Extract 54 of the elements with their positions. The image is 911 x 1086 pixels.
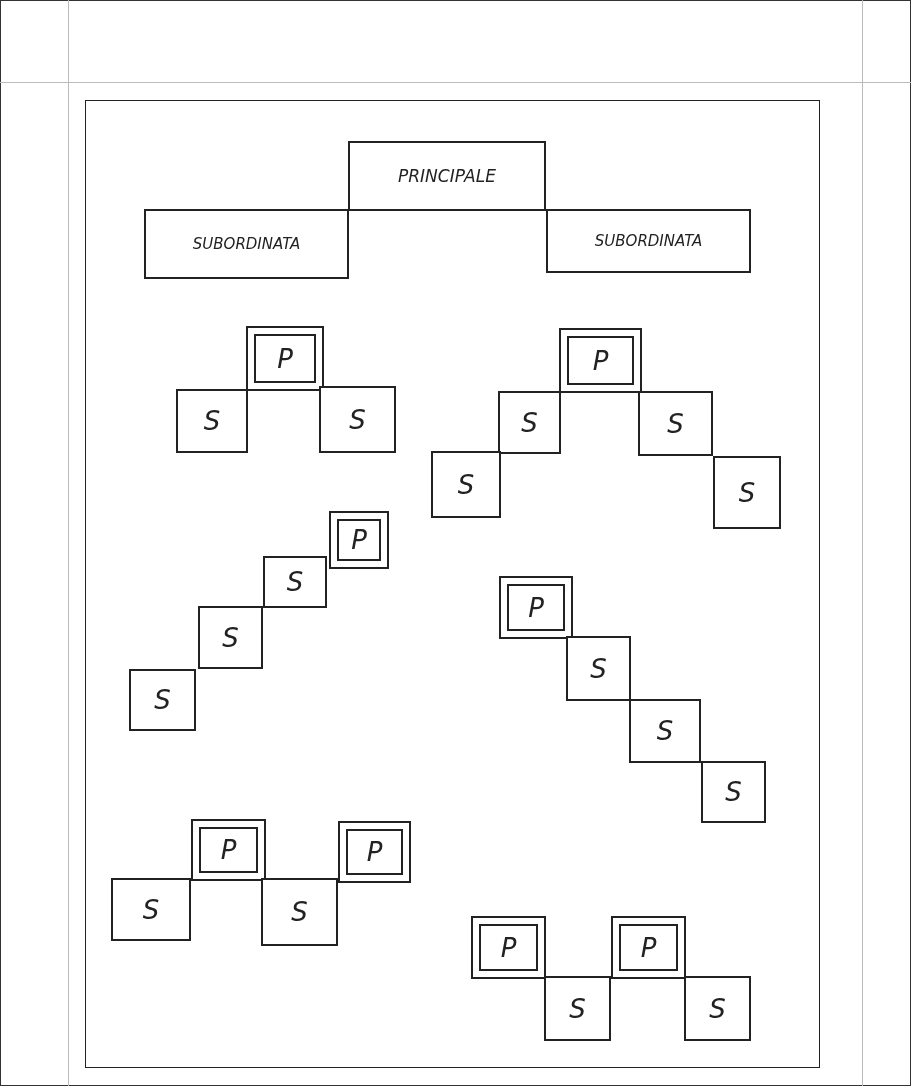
- clause-box: [111, 878, 191, 941]
- clause-label: P: [277, 343, 293, 374]
- clause-box: [348, 141, 546, 211]
- clause-box: [261, 878, 338, 946]
- clause-label: S: [349, 404, 366, 435]
- double-bordered-box: [559, 328, 642, 393]
- double-bordered-box: [246, 326, 324, 391]
- clause-box: [544, 976, 611, 1041]
- clause-box: [144, 209, 349, 279]
- clause-label: S: [590, 653, 607, 684]
- clause-label: P: [640, 932, 657, 963]
- clause-box: [263, 556, 327, 608]
- clause-label: S: [286, 567, 304, 597]
- clause-label: P: [500, 932, 517, 963]
- clause-label: S: [521, 407, 538, 438]
- clause-box: [701, 761, 766, 823]
- clause-label: S: [203, 406, 221, 436]
- clause-label: S: [569, 993, 586, 1024]
- clause-box: [629, 699, 701, 763]
- double-bordered-box: [338, 821, 411, 883]
- clause-box: [319, 386, 396, 453]
- clause-box: [198, 606, 263, 669]
- clause-label: S: [154, 685, 171, 715]
- clause-box: [498, 391, 561, 454]
- clause-box: [546, 209, 751, 273]
- clause-label: S: [656, 716, 674, 746]
- double-bordered-box: [191, 819, 266, 881]
- clause-box: [129, 669, 196, 731]
- clause-box: [713, 456, 781, 529]
- clause-box: [566, 636, 631, 701]
- clause-label: S: [291, 897, 308, 927]
- clause-label: S: [667, 408, 684, 439]
- clause-label: S: [738, 477, 756, 508]
- clause-label: P: [220, 835, 237, 865]
- clause-label: S: [142, 894, 160, 925]
- clause-box: [176, 389, 248, 453]
- clause-label: S: [222, 622, 239, 653]
- clause-label: P: [592, 345, 609, 376]
- clause-box: [431, 451, 501, 518]
- clause-box: [638, 391, 713, 456]
- clause-label: P: [351, 525, 367, 555]
- clause-label: S: [457, 469, 475, 500]
- clause-label: SUBORDINATA: [192, 235, 301, 253]
- double-bordered-box: [611, 916, 686, 979]
- double-bordered-box: [471, 916, 546, 979]
- clause-label: SUBORDINATA: [594, 232, 703, 250]
- clause-label: PRINCIPALE: [398, 166, 496, 186]
- clause-box: [684, 976, 751, 1041]
- double-bordered-box: [329, 511, 389, 569]
- double-bordered-box: [499, 576, 573, 639]
- clause-label: S: [709, 993, 726, 1024]
- clause-label: P: [528, 592, 544, 623]
- clause-label: S: [725, 777, 742, 807]
- clause-label: P: [366, 837, 383, 867]
